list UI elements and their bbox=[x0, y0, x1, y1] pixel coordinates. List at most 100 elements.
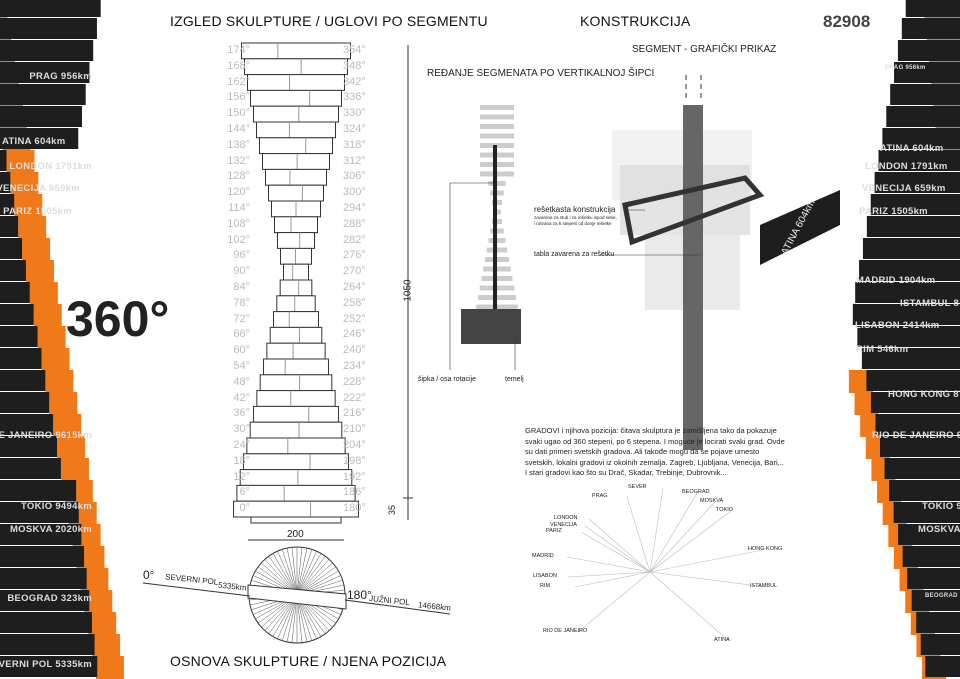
radial-city-label: TOKIO bbox=[716, 507, 734, 513]
black-step bbox=[0, 194, 15, 215]
south-pole-line bbox=[344, 599, 451, 615]
angle-label-left: 36° bbox=[233, 407, 250, 420]
city-direction-line bbox=[649, 571, 766, 588]
radial-city-label: MOSKVA bbox=[700, 498, 724, 504]
angle-label-left: 132° bbox=[227, 154, 250, 167]
black-step bbox=[0, 216, 19, 237]
orange-step bbox=[22, 238, 51, 261]
sculpture-segment bbox=[277, 232, 315, 249]
sculpture-segment bbox=[274, 216, 318, 234]
angle-label-left: 78° bbox=[233, 296, 250, 309]
segment-graphic-title: SEGMENT - GRAFIČKI PRIKAZ bbox=[632, 44, 777, 55]
angle-label-right: 246° bbox=[343, 328, 366, 341]
right-strip-label: RIM 546km bbox=[856, 344, 909, 355]
black-step bbox=[0, 106, 82, 127]
angle-label-left: 90° bbox=[233, 265, 250, 278]
left-strip-label: PRAG 956km bbox=[29, 71, 92, 82]
orange-step bbox=[49, 392, 78, 415]
black-step bbox=[907, 568, 960, 589]
radial-city-label: HONG KONG bbox=[748, 546, 783, 552]
radial-city-label: PRAG bbox=[592, 493, 608, 499]
angle-label-left: 66° bbox=[233, 328, 250, 341]
angle-label-left: 102° bbox=[227, 233, 250, 246]
rotation-rod bbox=[493, 145, 497, 315]
right-strip-label: VENECIJA 659km bbox=[862, 183, 946, 194]
construction-title: KONSTRUKCIJA bbox=[580, 13, 691, 29]
black-step bbox=[897, 40, 960, 61]
left-strip-label: ATINA 604km bbox=[2, 136, 66, 147]
black-step bbox=[0, 238, 23, 259]
angle-label-right: 270° bbox=[343, 265, 366, 278]
stacked-segment bbox=[480, 105, 514, 110]
angle-label-right: 324° bbox=[343, 123, 366, 135]
black-step bbox=[894, 62, 960, 83]
left-strip-label: TOKIO 9494km bbox=[20, 501, 92, 512]
angle-label-right: 276° bbox=[343, 249, 366, 262]
orange-step bbox=[33, 304, 62, 327]
width-dimension: 200 bbox=[287, 529, 304, 540]
angle-label-right: 342° bbox=[343, 75, 366, 88]
base-ray bbox=[281, 549, 298, 596]
orange-step bbox=[80, 568, 109, 591]
truss-note-1: zavarena za stub i za rešetku ispod sebe… bbox=[534, 215, 617, 220]
angle-label-right: 180° bbox=[343, 502, 366, 515]
city-direction-line bbox=[567, 571, 651, 578]
black-step bbox=[862, 238, 960, 259]
angle-label-left: 138° bbox=[227, 138, 250, 151]
black-step bbox=[0, 62, 90, 83]
sculpture-segment bbox=[280, 247, 312, 265]
base-ray bbox=[268, 556, 298, 596]
radial-city-label: SEVER bbox=[628, 484, 647, 490]
black-step bbox=[879, 436, 960, 457]
left-strip-label: LONDON 1791km bbox=[9, 161, 92, 172]
sculpture-segment bbox=[268, 184, 324, 202]
angle-label-right: 354° bbox=[343, 44, 366, 56]
orange-step bbox=[10, 172, 39, 195]
black-step bbox=[0, 392, 50, 413]
angle-label-right: 210° bbox=[343, 423, 366, 436]
height-dimension: 1050 bbox=[402, 279, 414, 302]
stacked-segment bbox=[480, 133, 514, 139]
angle-label-left: 128° bbox=[227, 170, 250, 183]
black-step bbox=[870, 392, 960, 413]
stacked-segment bbox=[480, 124, 514, 129]
sculpture-segment bbox=[236, 484, 356, 502]
black-step bbox=[0, 546, 85, 567]
angle-label-right: 192° bbox=[343, 470, 366, 483]
big-angle-title: 360° bbox=[66, 291, 170, 347]
left-strip-label: VENECIJA 659km bbox=[0, 183, 80, 194]
radial-city-label: VENECIJA bbox=[550, 522, 577, 528]
sculpture-segment bbox=[279, 279, 313, 297]
orange-step bbox=[60, 458, 89, 481]
angle-label-left: 0° bbox=[239, 502, 250, 515]
orange-step bbox=[53, 414, 82, 437]
black-step bbox=[0, 568, 87, 589]
black-step bbox=[916, 612, 960, 633]
city-direction-line bbox=[574, 571, 651, 588]
sculpture-segment bbox=[243, 453, 349, 471]
angle-label-right: 336° bbox=[343, 91, 366, 104]
base-ray bbox=[296, 547, 303, 596]
orange-step bbox=[95, 656, 124, 679]
base-ray bbox=[291, 547, 298, 596]
black-step bbox=[0, 150, 7, 171]
right-strip-label: PRAG 956km bbox=[885, 65, 926, 71]
black-step bbox=[0, 458, 61, 479]
angle-label-right: 264° bbox=[343, 281, 366, 293]
sculpture-segment bbox=[239, 469, 353, 486]
black-step bbox=[0, 524, 82, 545]
city-direction-line bbox=[588, 518, 651, 573]
stacking-title: REĐANJE SEGMENATA PO VERTIKALNOJ ŠIPCI bbox=[427, 68, 655, 79]
orange-step bbox=[18, 216, 47, 239]
black-step bbox=[866, 216, 960, 237]
angle-label-right: 216° bbox=[343, 407, 366, 420]
angle-label-left: 60° bbox=[233, 344, 250, 357]
black-step bbox=[0, 260, 26, 281]
sculpture-segment bbox=[247, 74, 345, 91]
angle-label-left: 24° bbox=[233, 439, 250, 451]
right-strip-label: LISABON 2414km bbox=[855, 320, 940, 331]
black-step bbox=[859, 260, 960, 281]
radial-city-label: RIM bbox=[540, 583, 551, 589]
sculpture-segment bbox=[241, 42, 351, 60]
left-strip-label: BEOGRAD 323km bbox=[7, 593, 92, 604]
